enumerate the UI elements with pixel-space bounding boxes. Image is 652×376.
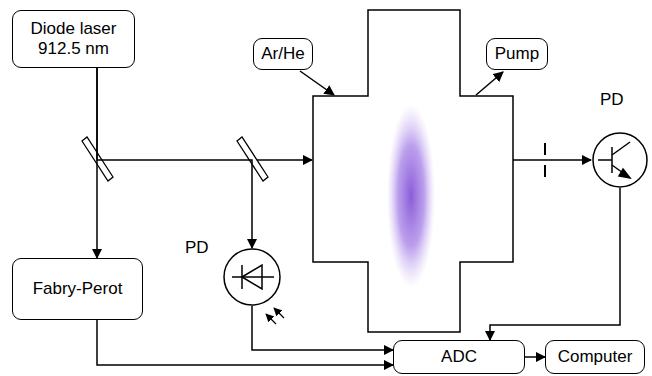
signal-connector (490, 188, 620, 340)
detector-label: PD (600, 90, 624, 110)
detector-label: PD (185, 238, 209, 258)
pump-box: Pump (486, 38, 548, 70)
node-label: Fabry-Perot (33, 279, 123, 299)
photodetector: PD (592, 132, 648, 188)
aperture (544, 165, 546, 177)
photodiode: PD (223, 248, 281, 306)
laser-box: Diode laser 912.5 nm (12, 10, 135, 68)
signal-connector (525, 356, 545, 358)
light-arrow (274, 308, 284, 318)
vacuum-chamber (313, 10, 513, 332)
transmitted-beam (513, 159, 591, 161)
light-arrow (266, 314, 276, 324)
phototransistor-symbol (592, 132, 648, 188)
adc-box: ADC (393, 340, 525, 374)
plasma-glow (387, 104, 435, 288)
computer-box: Computer (545, 340, 645, 374)
fabry-perot-box: Fabry-Perot (12, 258, 143, 320)
gas-inlet-arrow (300, 71, 334, 95)
node-label: Computer (558, 347, 633, 367)
node-label: Pump (495, 44, 539, 64)
signal-connector (97, 320, 393, 365)
aperture (544, 143, 546, 155)
gas-inlet-box: Ar/He (253, 38, 313, 70)
photodiode-symbol (223, 248, 281, 306)
laser-beam (252, 159, 312, 161)
node-label: ADC (441, 347, 477, 367)
node-label: Ar/He (261, 44, 304, 64)
signal-connector (252, 306, 393, 350)
pump-outlet-arrow (476, 72, 503, 95)
node-label: Diode laser 912.5 nm (18, 19, 129, 60)
signal-connector (97, 68, 252, 248)
